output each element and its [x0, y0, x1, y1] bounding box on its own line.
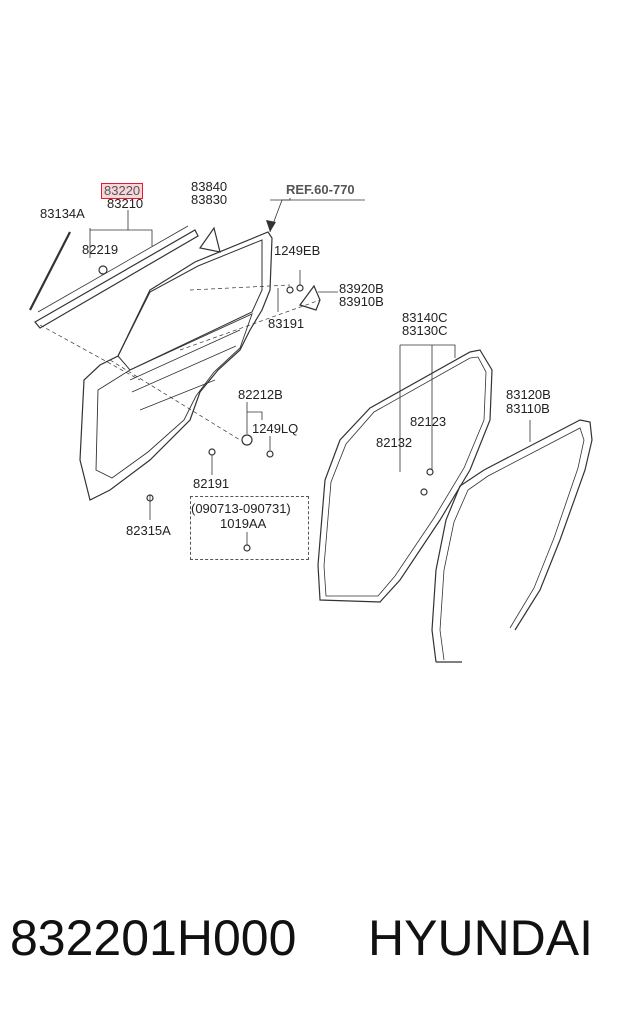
part-number: 832201H000 [10, 910, 297, 966]
clip-82132 [420, 488, 428, 496]
label-83140c: 83140C [402, 310, 448, 325]
label-1019aa: 1019AA [220, 516, 267, 531]
ref-arrow [266, 220, 276, 232]
door-frame-outline [79, 231, 273, 501]
door-inner-panel [95, 313, 253, 479]
door-window-opening [117, 239, 263, 371]
label-83191: 83191 [268, 316, 305, 331]
clip-82123 [426, 468, 434, 476]
highlighted-part-label: 83220 [101, 183, 144, 199]
bolt-82315a [146, 494, 154, 502]
clip-82191 [208, 448, 216, 456]
label-82123: 82123 [410, 414, 447, 429]
label-82212b: 82212B [238, 387, 283, 402]
date-range-box [190, 496, 309, 560]
weatherstrip-83120b [431, 419, 593, 663]
label-83110b: 83110B [506, 401, 550, 416]
label-83134a: 83134A [40, 206, 85, 221]
label-83830: 83830 [191, 192, 228, 207]
grommet-82212b [241, 434, 253, 446]
label-83130c: 83130C [402, 323, 448, 338]
label-82315a: 82315A [126, 523, 171, 538]
label-82219: 82219 [82, 242, 119, 257]
label-83920b: 83920B [339, 281, 384, 296]
label-82132: 82132 [376, 435, 413, 450]
clip-82219 [98, 265, 108, 275]
screw-1019aa [243, 544, 251, 552]
label-83910b: 83910B [339, 294, 384, 309]
belt-moulding-outer [34, 229, 199, 329]
label-82191: 82191 [193, 476, 230, 491]
label-date-range: (090713-090731) [191, 501, 291, 516]
label-83210: 83210 [107, 196, 144, 211]
label-1249lq: 1249LQ [252, 421, 299, 436]
belt-moulding-inner [37, 225, 189, 313]
label-83840: 83840 [191, 179, 228, 194]
door-seal-83140c [317, 349, 493, 603]
label-83120b: 83120B [506, 387, 551, 402]
trim-strip-83134a [29, 231, 71, 311]
brand-name: HYUNDAI [368, 910, 594, 966]
clip-83191 [286, 286, 294, 294]
screw-1249lq [266, 450, 274, 458]
mirror-cover-83840 [198, 226, 221, 253]
label-1249eb: 1249EB [274, 243, 321, 258]
bolt-1249eb [296, 284, 304, 292]
ref-label: REF.60-770 [286, 182, 355, 197]
